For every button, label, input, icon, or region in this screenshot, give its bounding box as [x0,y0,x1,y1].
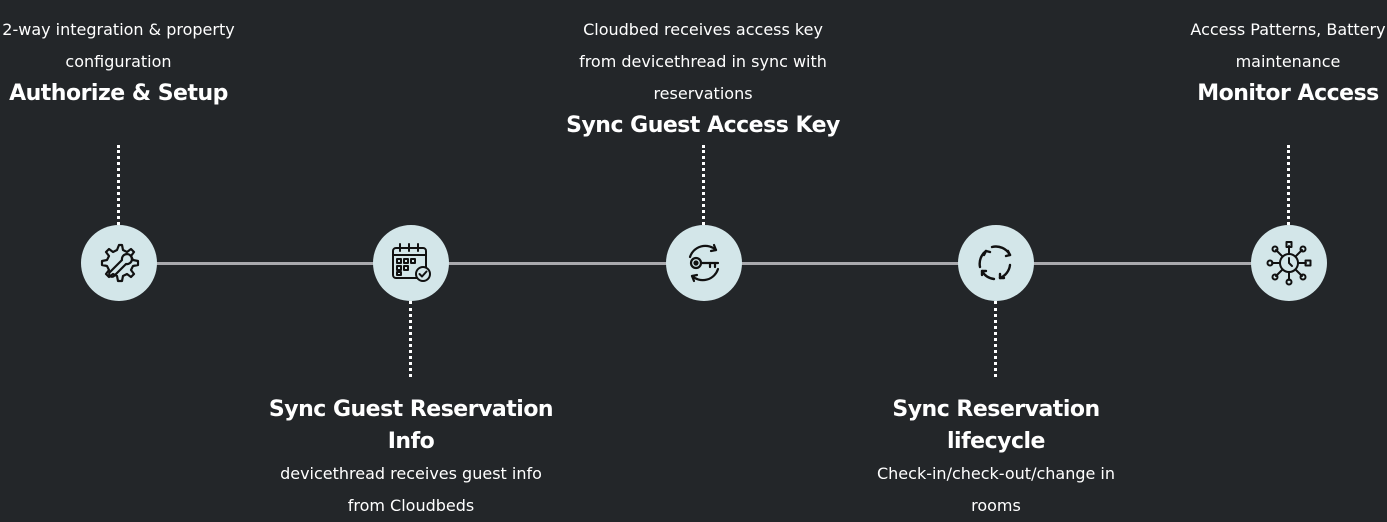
step-3-connector [702,145,705,225]
step-1-label: 2-way integration & property configurati… [0,14,237,110]
step-3-title: Sync Guest Access Key [566,113,840,138]
step-4-title-line: Sync Reservation [892,397,1100,422]
step-4-desc-line: Check-in/check-out/change in [876,464,1116,483]
step-2-connector [409,301,412,377]
calendar-check-icon [392,243,431,282]
step-1-desc-line: 2-way integration & property [2,20,235,39]
step-4-title-line: lifecycle [947,429,1045,454]
step-3-icon-circle[interactable] [666,225,742,301]
step-2-label: Sync Guest Reservation Info devicethread… [261,394,561,522]
step-3-desc-line: Cloudbed receives access key [583,20,823,39]
clock-network-icon [1266,241,1312,286]
step-5-title: Monitor Access [1197,81,1379,106]
step-5-label: Access Patterns, Battery maintenance Mon… [1183,14,1387,110]
step-4-icon-circle[interactable] [958,225,1034,301]
step-3-label: Cloudbed receives access key from device… [548,14,858,142]
step-1-title: Authorize & Setup [9,81,228,106]
step-5-desc-line: Access Patterns, Battery [1190,20,1386,39]
step-2-icon-circle[interactable] [373,225,449,301]
step-1-desc-line: configuration [65,52,172,71]
step-4-label: Sync Reservation lifecycle Check-in/chec… [846,394,1146,522]
step-3-desc-line: from devicethread in sync with [579,52,827,71]
step-2-desc-line: from Cloudbeds [347,496,475,515]
step-1-connector [117,145,120,225]
step-5-icon-circle[interactable] [1251,225,1327,301]
step-4-desc-line: rooms [971,496,1021,515]
step-2-desc-line: devicethread receives guest info [280,464,542,483]
key-sync-icon [688,243,720,283]
step-1-icon-circle[interactable] [81,225,157,301]
step-2-title-line: Info [387,429,435,454]
cycle-arrows-icon [978,245,1012,281]
gear-wrench-icon [100,243,140,283]
step-5-desc-line: maintenance [1235,52,1341,71]
step-4-connector [994,301,997,377]
step-3-desc-line: reservations [653,84,753,103]
step-5-connector [1287,145,1290,225]
step-2-title-line: Sync Guest Reservation [268,397,554,422]
